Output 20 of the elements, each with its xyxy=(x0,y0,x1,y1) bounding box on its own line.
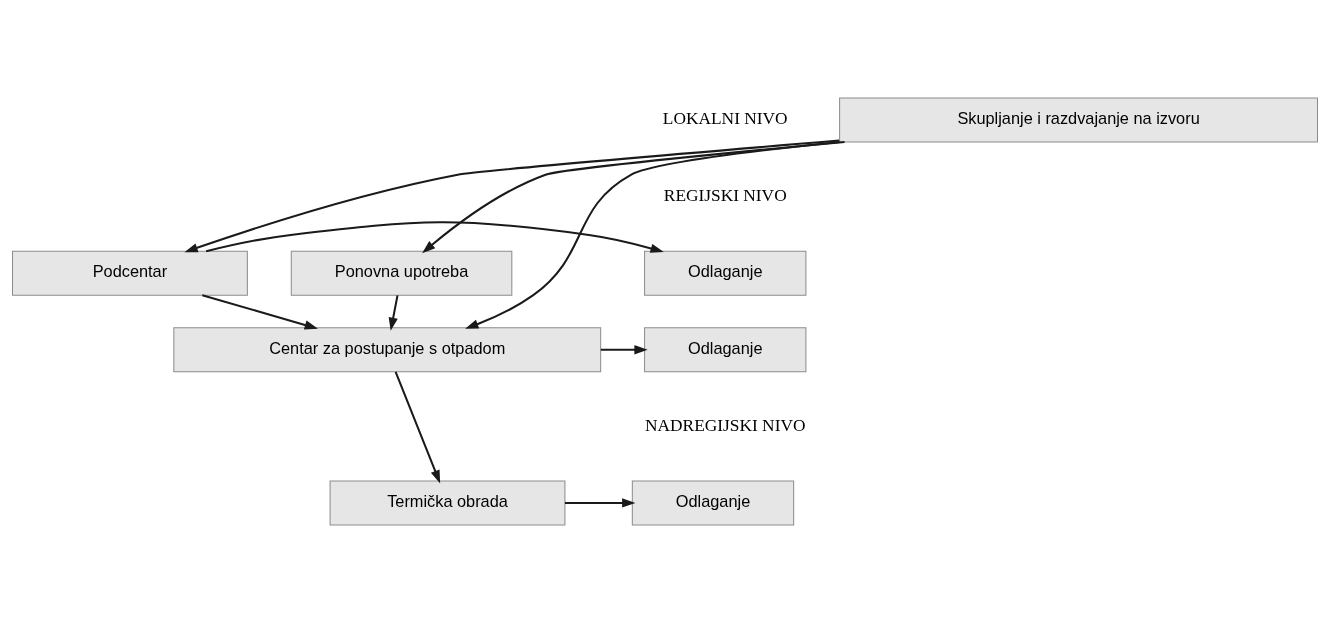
arrow xyxy=(202,294,318,330)
label: NADREGIJSKI NIVO xyxy=(645,415,806,435)
node-box: Odlaganje xyxy=(631,480,795,526)
node-box: Ponovna upotreba xyxy=(290,250,513,296)
arrow xyxy=(564,498,636,508)
node-box: Centar za postupanje s otpadom xyxy=(173,327,602,373)
node-box: Odlaganje xyxy=(644,250,807,296)
arrow xyxy=(394,371,441,484)
arrow xyxy=(600,345,648,355)
label: LOKALNI NIVO xyxy=(662,109,788,129)
node-box: Odlaganje xyxy=(644,327,807,373)
node-box: Skupljanje i razdvajanje na izvoru xyxy=(839,97,1318,143)
arrow xyxy=(184,139,840,253)
arrow xyxy=(388,295,399,331)
arrow xyxy=(465,140,840,329)
arrow xyxy=(422,141,845,254)
label: REGIJSKI NIVO xyxy=(663,185,787,205)
node-box: Termička obrada xyxy=(329,480,566,526)
node-box: Podcentar xyxy=(12,250,248,296)
arrow xyxy=(205,221,664,253)
